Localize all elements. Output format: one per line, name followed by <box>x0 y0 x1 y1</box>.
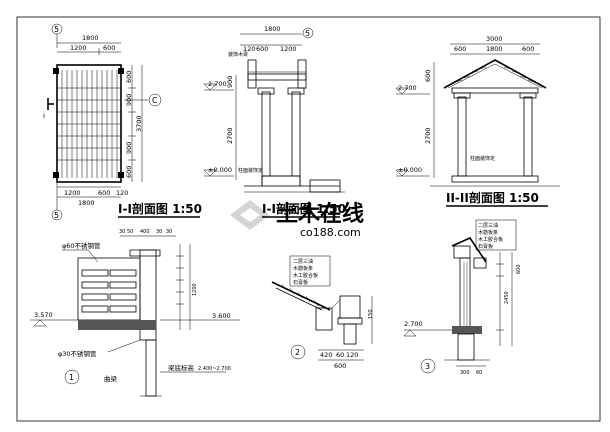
section-a-dim-top-c: 1200 <box>280 45 297 53</box>
detail-3-dim-bottom-b: 60 <box>476 370 482 376</box>
detail-1-number: 1 <box>69 373 74 382</box>
plan-dim-top-a: 1200 <box>70 44 87 52</box>
plan-dim-bottom-total: 1800 <box>78 199 95 207</box>
detail-1-dim-top-b: 50 <box>127 229 133 235</box>
watermark-text: 土木在线 <box>276 201 364 227</box>
detail-3-note-d: 石膏板 <box>478 243 493 250</box>
plan-slats <box>57 70 121 178</box>
section-a: 5 1800 120 600 1200 装饰木梁 900 2700 2.700 <box>203 25 345 193</box>
section-a-level-top: 2.700 <box>208 80 227 88</box>
detail-3-level-left: 2.700 <box>404 320 423 328</box>
section-a-dim-left-b: 2700 <box>226 127 234 144</box>
detail-3-dim-right-a: 2450 <box>504 291 510 304</box>
plan-axis-bottom-bubble <box>51 209 63 221</box>
detail-2-dim-bottom-b: 60 <box>336 351 344 359</box>
detail-1-bubble <box>64 369 80 385</box>
plan-axis-right-bubble <box>148 93 162 107</box>
detail-1-rails <box>81 269 137 313</box>
detail-1-dim-top-a: 30 <box>119 229 125 235</box>
detail-2-bubble <box>290 344 306 360</box>
plan-section-mark: I <box>43 112 45 120</box>
section-title-2: I-I剖面图 1:50 <box>262 201 346 216</box>
section-b-dim-left-a: 600 <box>424 70 432 82</box>
detail-1-dim-right: 1200 <box>192 283 198 296</box>
detail-2-dim-bottom-c: 120 <box>346 351 358 359</box>
watermark: 土木在线 co188.com <box>230 200 364 239</box>
detail-2-number: 2 <box>295 348 300 357</box>
section-title-3: II-II剖面图 1:50 <box>446 190 539 205</box>
detail-1-dim-top-e: 30 <box>166 229 172 235</box>
detail-2-dim-bottom-a: 420 <box>320 351 332 359</box>
section-a-dim-top-total: 1800 <box>264 25 281 33</box>
detail-3-note-b: 木筋板条 <box>478 229 498 236</box>
section-a-level-bottom: ±0.000 <box>208 166 232 174</box>
plan-dim-bottom-c: 120 <box>116 189 128 197</box>
plan-dim-bottom-b: 600 <box>98 189 110 197</box>
plan-axis-bottom-label: 5 <box>54 211 59 220</box>
detail-1-level-right: 3.600 <box>212 312 231 320</box>
watermark-logo-icon <box>230 200 270 230</box>
section-a-axis-label: 5 <box>305 29 310 38</box>
section-b: 3000 600 1800 600 600 2700 2. <box>395 35 560 187</box>
sheet-border <box>16 16 601 422</box>
section-b-dim-left-b: 2700 <box>424 127 432 144</box>
section-a-note: 柱面装饰定 <box>238 167 263 174</box>
section-b-level-top: 2.700 <box>398 84 417 92</box>
section-b-dim-top-a: 600 <box>454 45 466 53</box>
plan-dim-right-c: 900 <box>125 142 133 154</box>
plan-dim-top-total: 1800 <box>82 34 99 42</box>
plan-view: 5 1800 1200 600 <box>43 23 162 221</box>
detail-1-dim-top-c: 400 <box>140 229 150 235</box>
detail-1-label-c: 曲梁 <box>104 374 118 383</box>
section-b-roof-hatch <box>455 66 535 83</box>
detail-2-dim-bottom-total: 600 <box>334 362 346 370</box>
detail-3: 二层三油 木筋板条 木工胶合板 石膏板 2.700 2450 600 300 6… <box>403 219 522 376</box>
detail-2-note-c: 木工胶合板 <box>293 272 318 279</box>
detail-3-dim-right-b: 600 <box>516 264 522 274</box>
section-title-1: I-I剖面图 1:50 <box>118 201 202 216</box>
section-b-dim-top-total: 3000 <box>486 35 503 43</box>
detail-1-label-a: φ60不锈钢管 <box>62 241 101 250</box>
detail-2-tiles <box>281 283 319 307</box>
section-a-dim-top-b: 600 <box>256 45 268 53</box>
detail-2-note-d: 石膏板 <box>293 279 308 286</box>
section-a-dim-top-a: 120 <box>243 45 255 53</box>
plan-dim-right-total: 3700 <box>135 115 143 132</box>
detail-2-dim-right: 150 <box>368 309 374 319</box>
detail-2-note-a: 二层三油 <box>293 258 313 265</box>
detail-1-label-d: 梁底标高 <box>168 363 195 372</box>
plan-axis-right-label: C <box>152 96 158 105</box>
plan-dim-right-a: 600 <box>125 71 133 83</box>
plan-dim-right-b: 900 <box>125 94 133 106</box>
detail-3-bubble <box>420 358 436 374</box>
section-a-axis-bubble <box>302 27 314 39</box>
detail-1-label-e: 2.400~2.700 <box>198 366 231 372</box>
detail-3-note-a: 二层三油 <box>478 222 498 229</box>
detail-1-label-b: φ30不锈钢管 <box>58 349 97 358</box>
detail-1: 30 50 400 30 30 φ60不锈钢管 3.570 3.600 <box>30 229 240 397</box>
plan-axis-top-label: 5 <box>54 25 59 34</box>
plan-dim-right-d: 600 <box>125 166 133 178</box>
watermark-subtext: co188.com <box>300 226 361 239</box>
section-b-dim-top-b: 1800 <box>486 45 503 53</box>
detail-2-note-b: 木筋板条 <box>293 265 313 272</box>
section-a-dim-left-a: 900 <box>226 76 234 88</box>
section-a-label-top: 装饰木梁 <box>228 51 248 58</box>
plan-dim-bottom-a: 1200 <box>64 189 81 197</box>
section-b-level-bottom: ±0.000 <box>398 166 422 174</box>
detail-3-dim-bottom-a: 300 <box>460 370 470 376</box>
section-b-dim-top-c: 600 <box>522 45 534 53</box>
detail-3-note-c: 木工胶合板 <box>478 236 503 243</box>
section-b-note: 柱面装饰定 <box>470 155 495 162</box>
detail-3-number: 3 <box>425 362 430 371</box>
detail-1-dim-top-d: 30 <box>156 229 162 235</box>
detail-1-level-left: 3.570 <box>34 311 53 319</box>
plan-dim-top-b: 600 <box>103 44 115 52</box>
detail-2: 二层三油 木筋板条 木工胶合板 石膏板 150 420 60 120 600 2 <box>271 255 374 370</box>
